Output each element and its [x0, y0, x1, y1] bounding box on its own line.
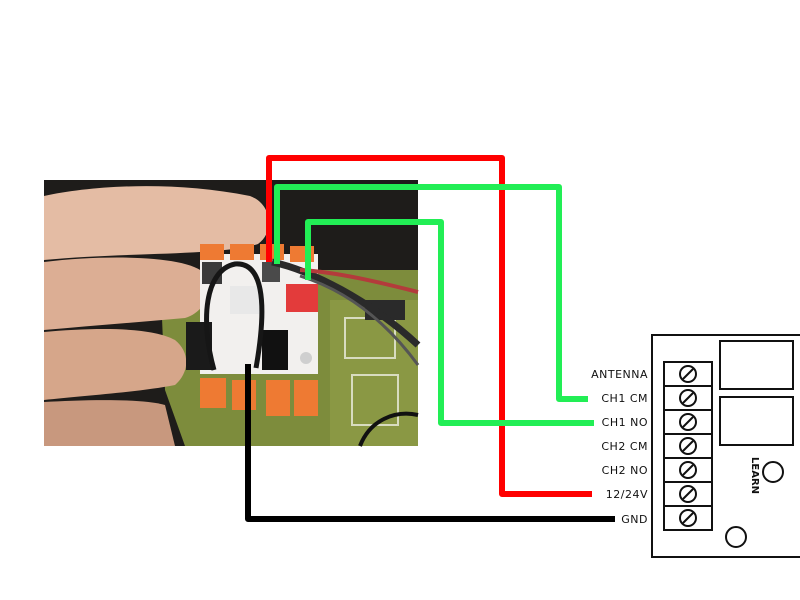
screw-slot: [682, 392, 694, 404]
learn-label: LEARN: [749, 457, 760, 494]
overlay-wires: [245, 155, 615, 522]
terminal-label-power: 12/24V: [606, 488, 648, 501]
green-wire-inner: [305, 219, 594, 426]
screw-slot: [682, 488, 694, 500]
receiver-module: LEARN: [651, 334, 800, 558]
terminal-labels: ANTENNA CH1 CM CH1 NO CH2 CM CH2 NO 12/2…: [591, 368, 648, 526]
photo-black-loop: [204, 261, 265, 371]
red-wire: [266, 155, 592, 497]
terminal-label-gnd: GND: [621, 513, 648, 526]
terminal-label-ch2-cm: CH2 CM: [601, 440, 648, 453]
relay-2: [719, 396, 794, 446]
photo-wire-bundle: [271, 258, 421, 348]
black-wire: [245, 364, 615, 522]
relay-1: [719, 340, 794, 390]
finger-top: [44, 186, 269, 260]
screw-slot: [682, 464, 694, 476]
screw-slot: [682, 368, 694, 380]
mounting-hole: [725, 526, 747, 548]
screw-slot: [682, 512, 694, 524]
terminal-label-ch1-no: CH1 NO: [602, 416, 648, 429]
terminal-strip: [663, 361, 713, 531]
terminal-label-ch2-no: CH2 NO: [602, 464, 648, 477]
finger-lower: [44, 329, 187, 400]
terminal-label-antenna: ANTENNA: [591, 368, 648, 381]
finger-middle: [44, 257, 209, 330]
screw-slot: [682, 416, 694, 428]
terminal-label-ch1-cm: CH1 CM: [601, 392, 648, 405]
screw-slot: [682, 440, 694, 452]
learn-button: [762, 461, 784, 483]
green-wire-outer: [274, 184, 588, 402]
